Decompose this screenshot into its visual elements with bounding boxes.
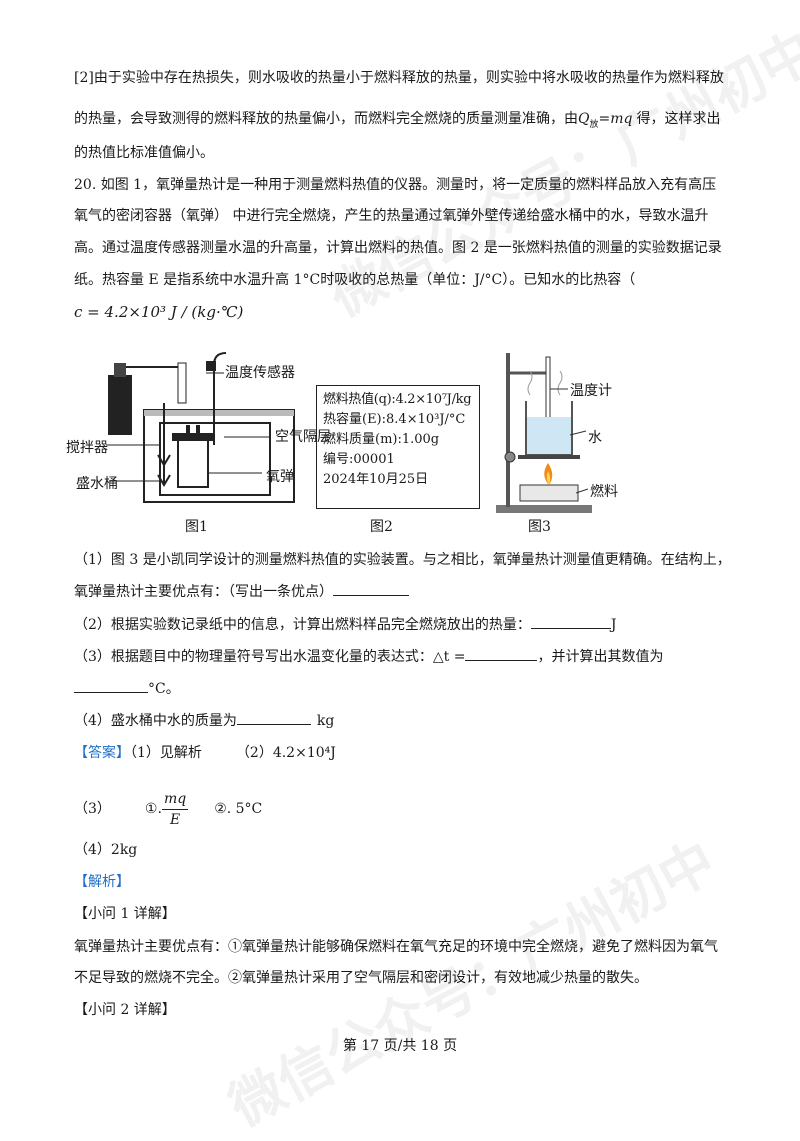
heat-formula: Q放=mq — [578, 111, 633, 130]
figure-3-simple-setup — [496, 353, 592, 513]
analysis-sub-1: 【小问 1 详解】 — [74, 906, 176, 922]
slip-row-fuel-mass: 燃料质量(m):1.00g — [323, 432, 440, 447]
fig1-label-bucket: 盛水桶 — [76, 476, 118, 492]
fig3-label-water: 水 — [588, 430, 602, 446]
slip-row-id: 编号:00001 — [323, 452, 395, 467]
answer-blank-q1[interactable] — [333, 595, 409, 596]
fig1-label-sensor: 温度传感器 — [225, 365, 295, 381]
answer-line-4: （4）2kg — [74, 842, 138, 858]
answer-blank-q4[interactable] — [236, 724, 311, 725]
q3-line-a: （3）根据题目中的物理量符号写出水温变化量的表达式：△t =，并计算出其数值为 — [74, 649, 664, 665]
answer-blank-q3-value[interactable] — [74, 692, 148, 693]
intro-line-2: 的热量，会导致测得的燃料释放的热量偏小，而燃料完全燃烧的质量测量准确，由Q放=m… — [74, 109, 720, 135]
q3-line-b: °C。 — [74, 679, 180, 699]
q1-line-a: （1）图 3 是小凯同学设计的测量燃料热值的实验装置。与之相比，氧弹量热计测量值… — [74, 552, 731, 568]
q20-line-5: c = 4.2×10³ J / (kg·℃) — [74, 303, 244, 321]
analysis-para-1b: 不足导致的燃烧不完全。②氧弹量热计采用了空气隔层和密闭设计，有效地减少热量的散失… — [74, 970, 648, 986]
slip-row-date: 2024年10月25日 — [323, 472, 429, 487]
fig3-label-thermometer: 温度计 — [570, 383, 612, 399]
oxygen-bomb — [177, 436, 209, 488]
analysis-para-1a: 氧弹量热计主要优点有：①氧弹量热计能够确保燃料在氧气充足的环境中完全燃烧，避免了… — [74, 939, 718, 955]
fig1-label-air: 空气隔层 — [275, 429, 331, 445]
page-footer: 第 17 页/共 18 页 — [342, 1038, 458, 1054]
stand-base — [496, 505, 592, 513]
intro-line-1: [2]由于实验中存在热损失，则水吸收的热量小于燃料释放的热量，则实验中将水吸收的… — [74, 70, 724, 86]
answer-tag: 【答案】 — [74, 745, 130, 761]
figure-1-bomb-calorimeter — [106, 352, 295, 503]
fig1-label-stirrer: 搅拌器 — [66, 440, 108, 456]
intro-line-3: 的热值比标准值偏小。 — [74, 145, 214, 161]
answer-line-1: 【答案】（1）见解析（2）4.2×10⁴J — [74, 745, 336, 761]
fuel-dish — [519, 484, 579, 502]
stand-pole — [506, 353, 510, 507]
motor-cap — [114, 363, 126, 377]
figure-2-record-slip: 燃料热值(q):4.2×10⁷J/kg 热容量(E):8.4×10³J/°C 燃… — [316, 385, 480, 509]
q20-line-1: 20. 如图 1，氧弹量热计是一种用于测量燃料热值的仪器。测量时，将一定质量的燃… — [74, 177, 717, 193]
analysis-sub-2: 【小问 2 详解】 — [74, 1002, 176, 1018]
q20-line-4: 纸。热容量 E 是指系统中水温升高 1°C时吸收的总热量（单位：J/°C）。已知… — [74, 272, 636, 288]
fig1-label-bomb: 氧弹 — [266, 469, 294, 485]
q20-line-3: 高。通过温度传感器测量水温的升高量，计算出燃料的热值。图 2 是一张燃料热值的测… — [74, 240, 722, 256]
motor — [108, 375, 132, 435]
intro-line-2a: 的热量，会导致测得的燃料释放的热量偏小，而燃料完全燃烧的质量测量准确，由 — [74, 111, 578, 127]
slip-row-heat-value: 燃料热值(q):4.2×10⁷J/kg — [323, 392, 472, 407]
fig1-caption: 图1 — [185, 519, 208, 535]
q1-line-b: 氧弹量热计主要优点有：（写出一条优点） — [74, 582, 409, 602]
intro-line-2b: 得，这样求出 — [636, 111, 721, 127]
slip-row-heat-capacity: 热容量(E):8.4×10³J/°C — [323, 412, 466, 427]
q20-line-2: 氧气的密闭容器（氧弹） 中进行完全燃烧，产生的热量通过氧弹外壁传递给盛水桶中的水… — [74, 208, 709, 224]
fig3-caption: 图3 — [528, 519, 551, 535]
answer-blank-q3-expr[interactable] — [465, 660, 538, 661]
fig2-caption: 图2 — [370, 519, 393, 535]
fig3-label-fuel: 燃料 — [590, 484, 618, 500]
analysis-tag: 【解析】 — [74, 874, 130, 890]
q2-line: （2）根据实验数记录纸中的信息，计算出燃料样品完全燃烧放出的热量：J — [74, 617, 617, 633]
answer-blank-q2[interactable] — [530, 628, 611, 629]
beaker-water — [527, 417, 571, 454]
